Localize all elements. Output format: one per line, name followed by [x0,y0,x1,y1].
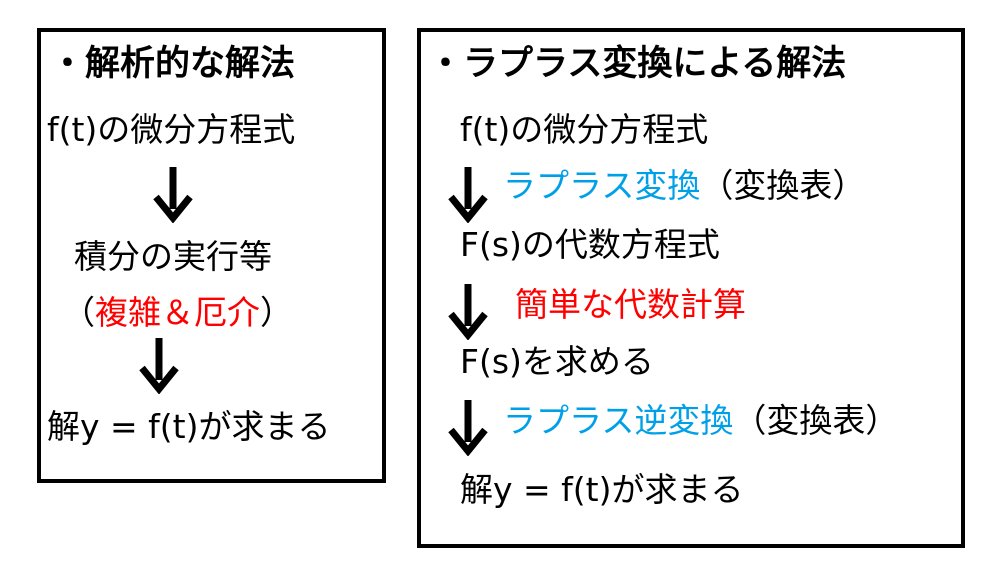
down-arrow-icon [446,282,490,340]
right-line-algebraic-eq: F(s)の代数方程式 [460,225,720,264]
right-line-solution: 解y = f(t)が求まる [460,470,744,509]
laplace-transform-text: ラプラス変換 [503,166,701,205]
down-arrow-icon [446,165,490,223]
right-heading-text: ラプラス変換による解法 [463,44,847,84]
left-line-integration: 積分の実行等 [74,237,272,276]
complex-text: 複雑＆厄介 [95,293,260,332]
left-line-diff-eq: f(t)の微分方程式 [47,110,296,149]
down-arrow-icon [151,165,195,223]
left-line-complex: （複雑＆厄介） [62,293,293,333]
bullet: ・ [50,44,86,84]
step-simple-algebra: 簡単な代数計算 [515,285,746,324]
bullet: ・ [428,44,464,84]
down-arrow-icon [446,398,490,456]
step-laplace-transform: ラプラス変換（変換表） [503,166,865,206]
transform-table-note: （変換表） [733,401,899,440]
down-arrow-icon [137,336,181,394]
left-heading-text: 解析的な解法 [85,44,296,84]
inverse-laplace-text: ラプラス逆変換 [503,401,734,440]
left-line-solution: 解y = f(t)が求まる [47,407,331,446]
right-line-diff-eq: f(t)の微分方程式 [460,110,709,149]
right-heading: ・ラプラス変換による解法 [428,44,846,84]
left-heading: ・解析的な解法 [50,44,295,84]
step-inverse-laplace: ラプラス逆変換（変換表） [503,401,898,441]
paren-open: （ [62,293,95,332]
paren-close: ） [260,293,293,332]
analytical-method-box [37,28,386,483]
transform-table-note: （変換表） [700,166,866,205]
laplace-method-box [417,28,965,548]
right-line-find-fs: F(s)を求める [460,342,654,381]
